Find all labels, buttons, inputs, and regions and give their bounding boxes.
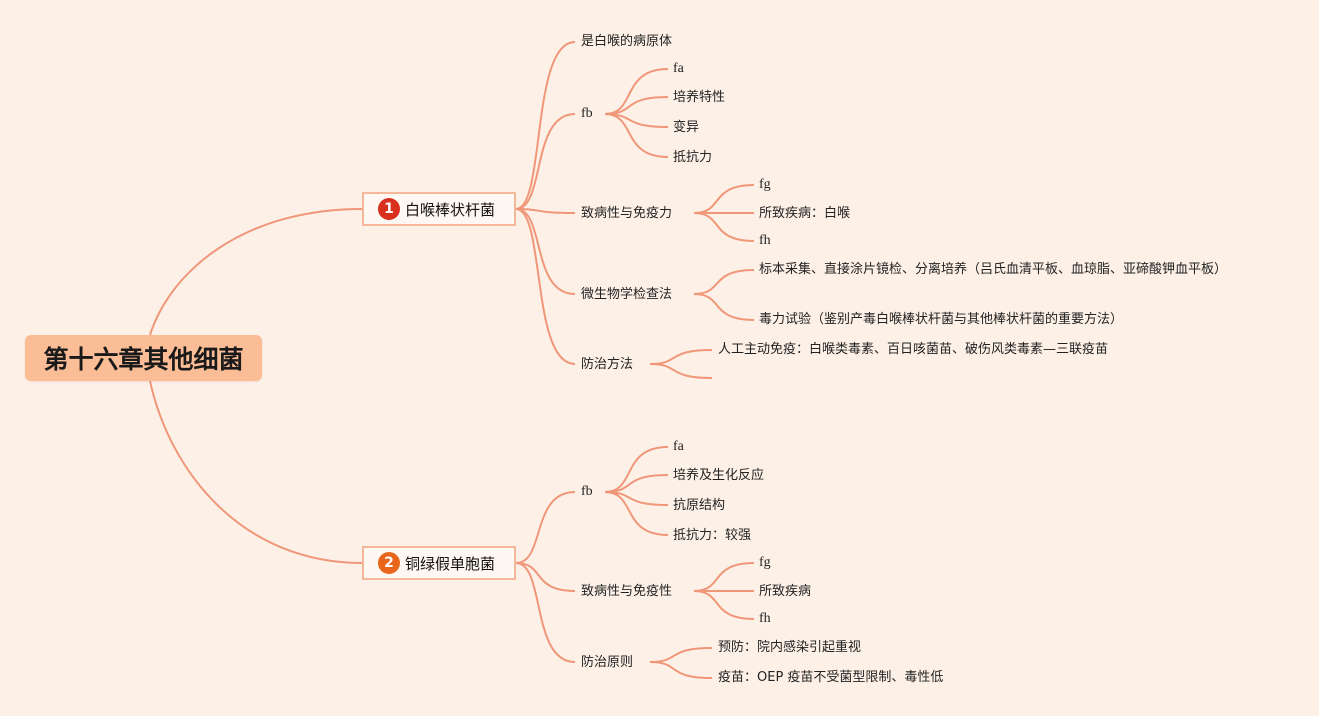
connector-micro-child-1 <box>693 293 755 321</box>
principles-child-vaccine[interactable]: 疫苗：OEP 疫苗不受菌型限制、毒性低 <box>718 670 944 685</box>
connector-principles-child-0 <box>649 647 713 663</box>
path1-child-fh[interactable]: fh <box>759 233 771 248</box>
path2-child-disease[interactable]: 所致疾病 <box>759 584 812 599</box>
connector-micro-child-0 <box>693 269 755 295</box>
path1-child-fg[interactable]: fg <box>759 177 771 192</box>
fb2-child-resistance[interactable]: 抵抗力：较强 <box>673 528 752 543</box>
micro-child-specimen[interactable]: 标本采集、直接涂片镜检、分离培养（吕氏血清平板、血琼脂、亚碲酸钾血平板） <box>759 262 1228 277</box>
root-topic[interactable]: 第十六章其他细菌 <box>25 335 262 381</box>
connector-fb2-child-3 <box>604 491 669 536</box>
connector-root-branch1 <box>149 208 363 336</box>
fb1-child-fa[interactable]: fa <box>673 61 684 76</box>
connector-path2-child-2 <box>693 590 755 620</box>
topic-fb-2[interactable]: fb <box>581 484 593 499</box>
principles-child-prevention[interactable]: 预防：院内感染引起重视 <box>718 640 862 655</box>
connector-root-branch2 <box>149 380 363 564</box>
connector-prevention1-child-1 <box>649 363 713 379</box>
topic-pathogenicity-1[interactable]: 致病性与免疫力 <box>581 206 673 221</box>
connector-branch1-topic-0 <box>515 41 576 210</box>
branch-diphtheria-label: 白喉棒状杆菌 <box>405 200 496 219</box>
connector-branch2-topic-2 <box>515 562 576 663</box>
prevention1-child-immunization[interactable]: 人工主动免疫：白喉类毒素、百日咳菌苗、破伤风类毒素—三联疫苗 <box>718 342 1109 357</box>
root-label: 第十六章其他细菌 <box>43 345 244 374</box>
priority-1-badge-icon: 1 <box>378 198 400 220</box>
path2-child-fh[interactable]: fh <box>759 611 771 626</box>
fb1-child-resistance[interactable]: 抵抗力 <box>673 150 713 165</box>
fb1-child-variation[interactable]: 变异 <box>673 120 700 135</box>
branch-pseudomonas[interactable]: 2 铜绿假单胞菌 <box>362 546 516 580</box>
connector-prevention1-child-0 <box>649 349 713 365</box>
connector-branch1-topic-2 <box>515 208 576 214</box>
branch-pseudomonas-label: 铜绿假单胞菌 <box>405 554 496 573</box>
connector-path1-child-2 <box>693 212 755 242</box>
path1-child-disease[interactable]: 所致疾病：白喉 <box>759 206 851 221</box>
path2-child-fg[interactable]: fg <box>759 555 771 570</box>
connector-principles-child-1 <box>649 661 713 679</box>
connector-branch1-topic-3 <box>515 208 576 295</box>
topic-pathogenicity-2[interactable]: 致病性与免疫性 <box>581 584 673 599</box>
priority-2-badge-icon: 2 <box>378 552 400 574</box>
fb2-child-fa[interactable]: fa <box>673 439 684 454</box>
micro-child-toxicity-test[interactable]: 毒力试验（鉴别产毒白喉棒状杆菌与其他棒状杆菌的重要方法） <box>759 312 1124 327</box>
connector-fb2-child-0 <box>604 446 669 493</box>
topic-pathogen[interactable]: 是白喉的病原体 <box>581 34 673 49</box>
branch-diphtheria[interactable]: 1 白喉棒状杆菌 <box>362 192 516 226</box>
fb1-child-culture[interactable]: 培养特性 <box>673 90 726 105</box>
connector-fb1-child-3 <box>604 113 669 158</box>
connector-fb1-child-0 <box>604 68 669 115</box>
fb2-child-biochem[interactable]: 培养及生化反应 <box>673 468 765 483</box>
topic-micro-exam[interactable]: 微生物学检查法 <box>581 287 673 302</box>
fb2-child-antigen[interactable]: 抗原结构 <box>673 498 726 513</box>
connector-path2-child-0 <box>693 562 755 592</box>
connector-branch2-topic-0 <box>515 491 576 564</box>
connector-branch1-topic-1 <box>515 113 576 210</box>
connector-branch2-topic-1 <box>515 562 576 592</box>
connector-path1-child-0 <box>693 184 755 214</box>
topic-prevention-1[interactable]: 防治方法 <box>581 357 634 372</box>
topic-principles-2[interactable]: 防治原则 <box>581 655 634 670</box>
topic-fb-1[interactable]: fb <box>581 106 593 121</box>
connector-branch1-topic-4 <box>515 208 576 365</box>
